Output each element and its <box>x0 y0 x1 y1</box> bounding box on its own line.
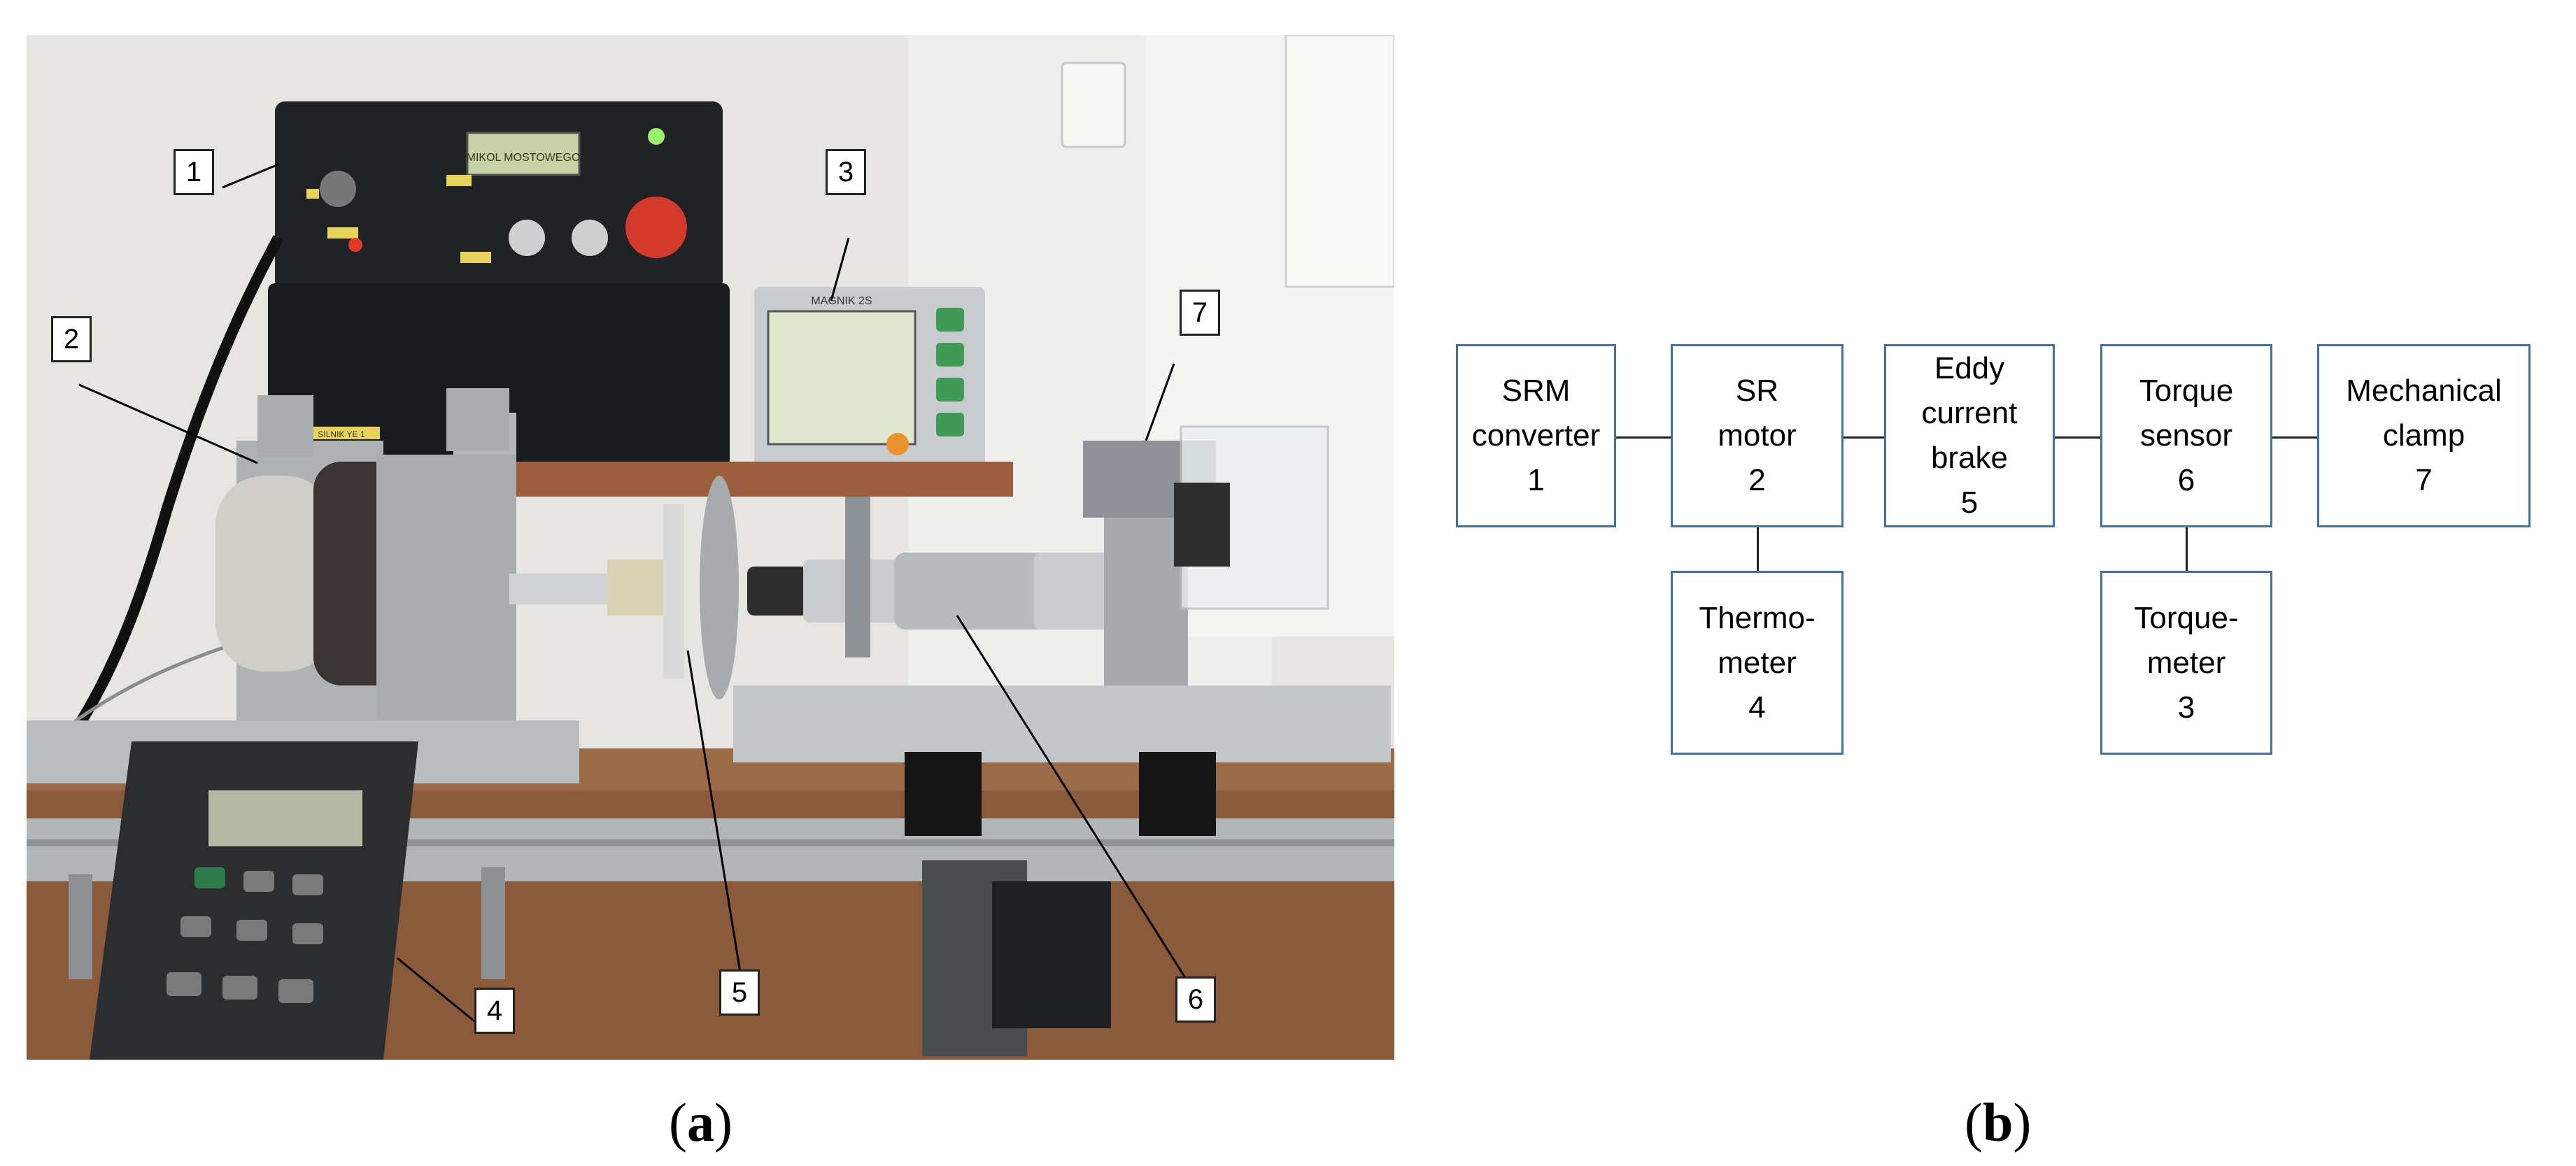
callout-2: 2 <box>51 316 92 362</box>
wire-motor-brake <box>1843 436 1884 439</box>
callout-7: 7 <box>1180 290 1220 336</box>
panel-b-label: (b) <box>1965 1092 2032 1153</box>
wire-brake-sensor <box>2055 436 2100 439</box>
block-srm-converter: SRM converter 1 <box>1456 344 1616 527</box>
wire-motor-thermometer <box>1757 526 1759 572</box>
callout-5: 5 <box>719 969 760 1016</box>
callout-4: 4 <box>474 988 515 1034</box>
block-sr-motor: SR motor 2 <box>1671 344 1843 527</box>
wire-sensor-torquemeter <box>2186 526 2188 572</box>
block-torque-sensor: Torque sensor 6 <box>2100 344 2272 527</box>
wire-sensor-clamp <box>2272 436 2317 439</box>
test-bench-photo: MIKOL MOSTOWEGO SILNIK YE 1 MAGNIK 2S <box>27 35 1394 1060</box>
torquemeter-title-text: MAGNIK 2S <box>811 295 872 307</box>
block-diagram: SRM converter 1 SR motor 2 Eddy current … <box>1441 322 2561 797</box>
callout-3: 3 <box>826 149 866 195</box>
block-eddy-current-brake: Eddy current brake 5 <box>1884 344 2055 527</box>
converter-screen-text: MIKOL MOSTOWEGO <box>467 152 581 164</box>
converter-tag-text: SILNIK YE 1 <box>318 429 365 439</box>
wire-converter-motor <box>1616 436 1671 439</box>
callout-1: 1 <box>174 149 214 195</box>
callout-6: 6 <box>1175 976 1216 1023</box>
block-mechanical-clamp: Mechanical clamp 7 <box>2317 344 2531 527</box>
panel-a-label: (a) <box>669 1092 733 1153</box>
block-thermometer: Thermo- meter 4 <box>1671 571 1843 755</box>
block-torquemeter: Torque- meter 3 <box>2100 571 2272 755</box>
